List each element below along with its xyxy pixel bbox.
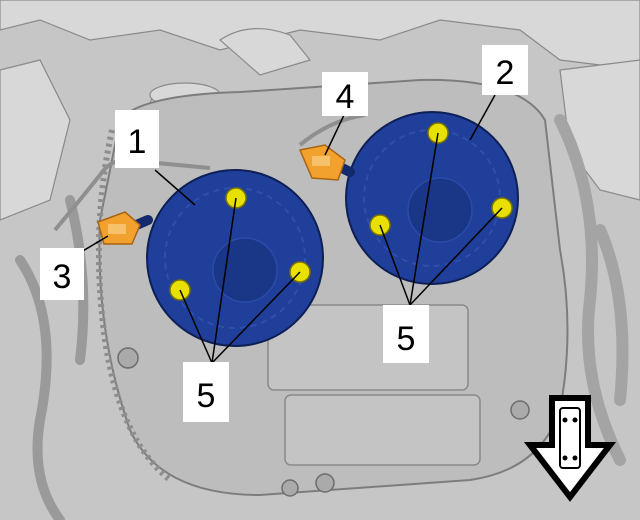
leader-5-right xyxy=(379,224,411,306)
callout-1: 1 xyxy=(115,110,159,168)
car-silhouette-icon xyxy=(559,407,581,469)
connector-right xyxy=(298,144,346,181)
horn-right-center xyxy=(407,177,473,243)
callout-5-right-label: 5 xyxy=(397,320,416,358)
callout-4: 4 xyxy=(322,72,368,116)
callout-3-label: 3 xyxy=(53,258,72,296)
vehicle-front-arrow-icon xyxy=(523,395,617,502)
callout-5-left-label: 5 xyxy=(197,377,216,415)
cover-bolt xyxy=(315,473,335,493)
callout-2-label: 2 xyxy=(496,54,515,92)
leader-5-right xyxy=(409,132,439,306)
leader-2 xyxy=(469,94,496,141)
cover-panel-lower xyxy=(284,394,481,466)
leader-5-left xyxy=(211,197,237,364)
horn-left xyxy=(115,169,324,347)
horn-left-center xyxy=(212,237,278,303)
engine-cover-rim xyxy=(95,129,172,483)
callout-5-left: 5 xyxy=(183,362,229,422)
leader-5-left xyxy=(179,289,213,364)
wiring-harness xyxy=(298,113,366,147)
hoses-right xyxy=(554,114,629,466)
cover-bolt xyxy=(117,347,139,369)
callout-4-label: 4 xyxy=(336,78,355,116)
callout-5-right: 5 xyxy=(383,305,429,363)
callout-2: 2 xyxy=(482,45,528,95)
leader-5-right xyxy=(409,207,503,306)
callout-3: 3 xyxy=(40,248,84,300)
leader-4 xyxy=(324,112,346,156)
cover-bolts xyxy=(117,347,530,497)
leader-1 xyxy=(154,169,196,206)
callout-1-label: 1 xyxy=(128,123,147,161)
cover-bolt xyxy=(510,400,530,420)
leader-5-left xyxy=(211,271,301,364)
horn-left-ring xyxy=(164,187,306,329)
cover-bolt xyxy=(281,479,299,497)
horn-right xyxy=(325,111,519,285)
connector-left xyxy=(97,211,141,245)
